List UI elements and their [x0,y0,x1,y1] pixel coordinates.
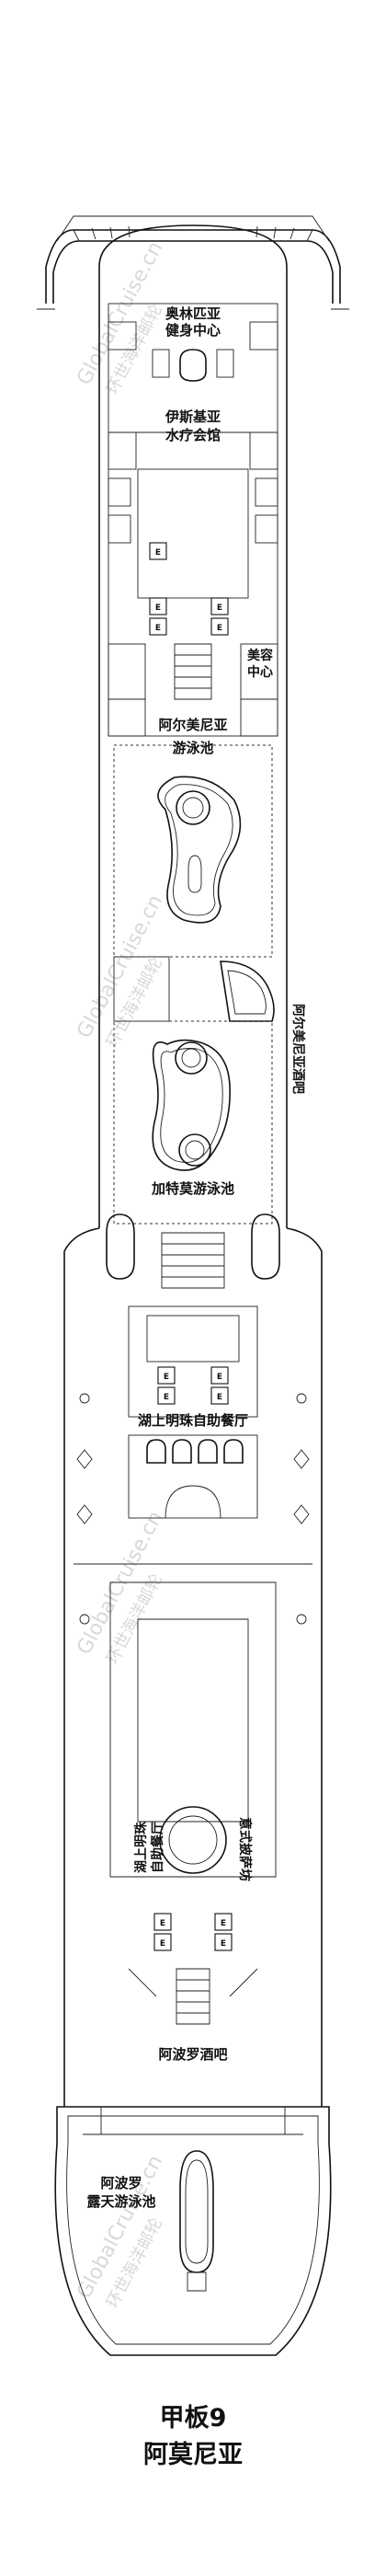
elevator-label: E [221,1939,226,1949]
deck-number-title: 甲板9 [159,2404,227,2432]
label-apollo-bar: 阿波罗酒吧 [158,2046,227,2063]
elevator-label: E [164,1393,169,1402]
label-pizzeria: 意式披萨坊 [237,1817,253,1881]
label-lake-buffet-side: 自助餐厅 [150,1822,165,1873]
pizzeria-area: 意式披萨坊 [147,1806,253,1881]
elevator-label: E [217,1393,222,1402]
elevator-label: E [217,1373,222,1382]
hull-outline [54,267,332,2356]
armenia-pool-area: 阿尔美尼亚 游泳池 [113,717,273,958]
elevator-icon [210,1386,229,1405]
label-gato-pool: 加特莫游泳池 [151,1180,234,1197]
elevator-label: E [155,624,161,633]
elevator-icon [157,1366,176,1385]
label-olympia-fitness: 健身中心 [165,322,221,339]
label-spa: 水疗会馆 [165,427,221,443]
elevator-icon [210,597,229,615]
elevator-icon [149,542,167,560]
elevator-label: E [155,604,161,613]
label-armenia-pool: 游泳池 [172,740,213,756]
label-spa: 伊斯基亚 [165,408,221,425]
lake-buffet-area: 湖上明珠自助餐厅 湖上明珠 自助餐厅 [74,1393,312,1878]
elevator-icon [214,1933,233,1951]
elevator-icon [149,617,167,636]
label-apollo-pool: 露天游泳池 [86,2193,155,2210]
label-armenia-bar: 阿尔美尼亚酒吧 [290,1004,306,1094]
label-olympia-fitness: 奥林匹亚 [165,305,221,322]
elevator-label: E [155,548,161,558]
elevator-label: E [217,624,222,633]
elevator-group-mid: E E E E [157,1366,229,1405]
ship-name-title: 阿莫尼亚 [143,2441,243,2469]
elevator-icon [153,1913,172,1931]
fitness-area: 奥林匹亚 健身中心 [108,303,278,433]
spa-area: 伊斯基亚 水疗会馆 美容 中心 [108,408,278,737]
elevator-icon [153,1933,172,1951]
label-lake-buffet-side: 湖上明珠 [133,1821,149,1873]
elevator-group-aft: E E E E [128,1913,258,2025]
label-apollo-pool: 阿波罗 [100,2175,142,2191]
label-beauty-center: 美容 [247,648,273,663]
elevator-icon [149,597,167,615]
elevator-icon [214,1913,233,1931]
elevator-label: E [160,1919,165,1928]
label-armenia-pool: 阿尔美尼亚 [158,717,227,733]
elevator-icon [210,1366,229,1385]
elevator-group-forward: E E E E E [149,542,229,700]
elevator-icon [157,1386,176,1405]
elevator-label: E [217,604,222,613]
elevator-label: E [221,1919,226,1928]
armenia-bar-area: 阿尔美尼亚酒吧 [113,956,306,1094]
label-beauty-center: 中心 [247,664,273,680]
elevator-icon [210,617,229,636]
apollo-area: 阿波罗酒吧 阿波罗 露天游泳池 [83,2046,303,2292]
elevator-label: E [164,1373,169,1382]
bow-structure [37,215,349,310]
elevator-label: E [160,1939,165,1949]
gato-pool-area: 加特莫游泳池 [113,1020,273,1225]
label-lake-buffet: 湖上明珠自助餐厅 [138,1412,248,1429]
midship-core [106,1213,280,1418]
